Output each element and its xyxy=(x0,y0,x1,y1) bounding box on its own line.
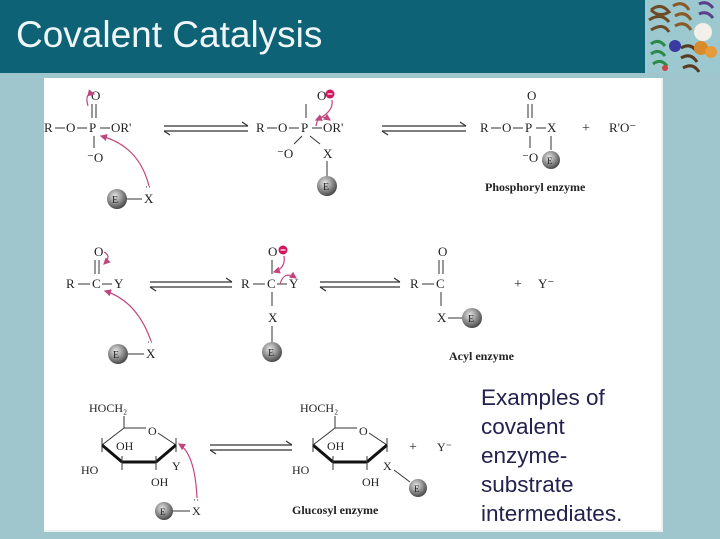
svg-text:C: C xyxy=(92,276,101,291)
svg-text:X: X xyxy=(144,191,154,206)
acyl-reactant: R C Y O E X ·· xyxy=(66,244,156,364)
svg-text:Y: Y xyxy=(114,276,124,291)
svg-text:X: X xyxy=(146,346,156,361)
protein-structure-image xyxy=(645,0,720,73)
svg-text:C: C xyxy=(267,276,276,291)
svg-text:E: E xyxy=(113,350,119,361)
svg-text:O: O xyxy=(268,244,277,259)
svg-text:X: X xyxy=(437,310,447,325)
svg-text:O: O xyxy=(359,424,368,438)
svg-text:X: X xyxy=(192,504,201,518)
svg-text:Y: Y xyxy=(172,459,181,473)
svg-text:E: E xyxy=(323,182,329,193)
svg-text:E: E xyxy=(268,348,274,359)
acyl-product: R C O X E + Y⁻ Acyl enzyme xyxy=(410,244,554,363)
svg-text:OH: OH xyxy=(151,475,169,489)
svg-text:Acyl enzyme: Acyl enzyme xyxy=(449,349,515,363)
phosphoryl-reactant: R O P OR' O ⁻O E X ·· xyxy=(44,88,154,209)
acyl-intermediate: R C Y O X E xyxy=(241,244,299,362)
phosphoryl-product: R O P X O ⁻O E + R'O⁻ Phosphoryl enzyme xyxy=(480,88,636,194)
svg-text:R: R xyxy=(410,276,419,291)
svg-text:HO: HO xyxy=(292,463,310,477)
svg-text:OH: OH xyxy=(116,439,134,453)
svg-text:OH: OH xyxy=(362,475,380,489)
svg-text:X: X xyxy=(547,120,557,135)
svg-text:R'O⁻: R'O⁻ xyxy=(609,120,636,135)
svg-text:HOCH₂: HOCH₂ xyxy=(89,401,127,415)
svg-text:X: X xyxy=(268,310,278,325)
caption-line: enzyme- xyxy=(481,443,568,468)
equilibrium-arrow-1 xyxy=(163,121,249,136)
svg-text:O: O xyxy=(317,88,326,103)
caption-line: substrate xyxy=(481,472,574,497)
svg-text:Y⁻: Y⁻ xyxy=(538,276,554,291)
svg-text:Glucosyl enzyme: Glucosyl enzyme xyxy=(292,503,379,517)
title-bar: Covalent Catalysis xyxy=(0,0,720,73)
svg-text:O: O xyxy=(91,88,100,103)
svg-text:E: E xyxy=(547,156,553,166)
svg-text:OR': OR' xyxy=(111,120,131,135)
svg-text:R: R xyxy=(480,120,489,135)
svg-text:Y: Y xyxy=(289,276,299,291)
equilibrium-arrow-4 xyxy=(319,277,401,292)
equilibrium-arrow-2 xyxy=(381,121,467,136)
svg-text:E: E xyxy=(468,314,474,325)
svg-text:+: + xyxy=(514,277,522,292)
svg-text:O: O xyxy=(438,244,447,259)
svg-text:O: O xyxy=(66,120,75,135)
svg-text:X: X xyxy=(323,146,333,161)
svg-text:+: + xyxy=(409,440,417,455)
svg-text:X: X xyxy=(383,459,392,473)
glucosyl-reactant: HOCH₂ O OH HO OH Y E X ·· xyxy=(81,401,201,520)
equilibrium-arrow-5 xyxy=(209,440,293,455)
svg-text:O: O xyxy=(527,88,536,103)
svg-text:HO: HO xyxy=(81,463,99,477)
svg-text:P: P xyxy=(301,120,308,135)
svg-text:Y⁻: Y⁻ xyxy=(437,440,452,454)
svg-text:E: E xyxy=(414,484,420,494)
svg-text:E: E xyxy=(160,507,166,517)
covalent-intermediates-diagram: R O P OR' O ⁻O E X ·· R xyxy=(44,88,636,520)
svg-text:··: ·· xyxy=(145,182,151,192)
svg-text:Phosphoryl enzyme: Phosphoryl enzyme xyxy=(485,180,586,194)
svg-text:E: E xyxy=(112,195,118,206)
caption-line: Examples of xyxy=(481,385,605,410)
svg-text:··: ·· xyxy=(147,337,153,347)
svg-text:R: R xyxy=(66,276,75,291)
svg-text:O: O xyxy=(502,120,511,135)
svg-text:C: C xyxy=(436,276,445,291)
svg-text:⁻O: ⁻O xyxy=(87,150,103,165)
svg-text:OR': OR' xyxy=(323,120,343,135)
svg-text:··: ·· xyxy=(193,495,199,505)
svg-text:HOCH₂: HOCH₂ xyxy=(300,401,338,415)
svg-text:⁻O: ⁻O xyxy=(277,146,293,161)
caption-line: covalent xyxy=(481,414,565,439)
protein-ribbon-icon xyxy=(645,0,720,73)
svg-text:O: O xyxy=(94,244,103,259)
svg-text:+: + xyxy=(582,121,590,136)
svg-text:P: P xyxy=(89,120,96,135)
svg-text:R: R xyxy=(44,120,53,135)
enzyme-ball xyxy=(107,189,127,209)
svg-text:O: O xyxy=(278,120,287,135)
caption: Examples of covalent enzyme- substrate i… xyxy=(481,383,656,528)
glucosyl-product: HOCH₂ O OH HO OH X E + Y⁻ Glucosyl enzym… xyxy=(292,401,452,517)
svg-text:R: R xyxy=(256,120,265,135)
svg-text:O: O xyxy=(148,424,157,438)
diagram-panel: R O P OR' O ⁻O E X ·· R xyxy=(44,78,663,532)
svg-text:OH: OH xyxy=(327,439,345,453)
slide-title: Covalent Catalysis xyxy=(16,14,323,55)
svg-text:P: P xyxy=(525,120,532,135)
equilibrium-arrow-3 xyxy=(149,277,233,292)
svg-text:R: R xyxy=(241,276,250,291)
caption-line: intermediates. xyxy=(481,501,623,526)
svg-text:⁻O: ⁻O xyxy=(522,150,538,165)
phosphoryl-intermediate: R O P OR' O ⁻O X E xyxy=(256,88,343,196)
